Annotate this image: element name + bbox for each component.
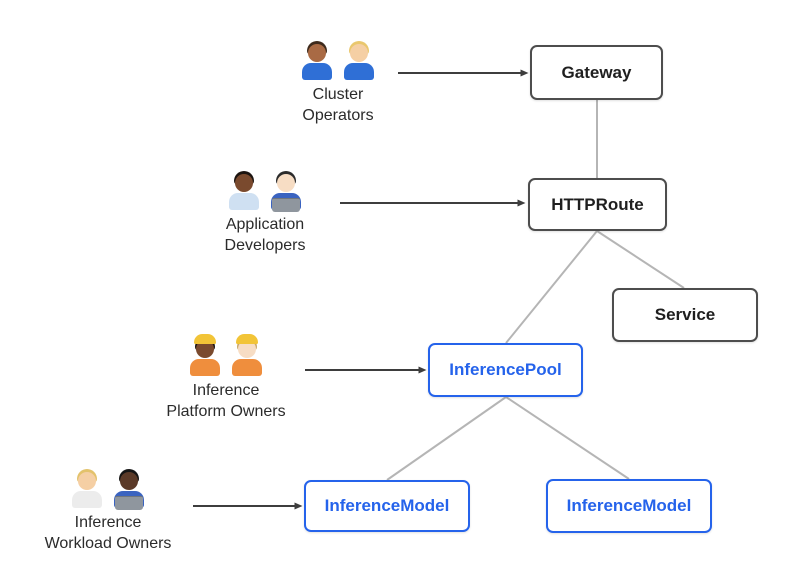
developers-emoji: [155, 166, 375, 212]
person-head: [78, 472, 96, 490]
person-icon: [229, 334, 265, 378]
person-icon: [341, 38, 377, 82]
actor-label-line: Cluster: [312, 86, 364, 103]
node-label: InferenceModel: [566, 496, 692, 515]
person-head: [350, 44, 368, 62]
person-body: [72, 491, 102, 508]
node-service: Service: [612, 288, 758, 342]
mechanics-emoji: [228, 36, 448, 82]
person-head: [235, 174, 253, 192]
person-icon: [299, 38, 335, 82]
node-label: Gateway: [561, 62, 632, 82]
node-inferencemodel-left: InferenceModel: [304, 480, 470, 532]
person-body: [229, 193, 259, 210]
laptop-icon: [272, 198, 300, 212]
hard-hat-icon: [236, 334, 258, 344]
person-body: [344, 63, 374, 80]
person-head: [120, 472, 138, 490]
node-inferencepool: InferencePool: [428, 343, 583, 397]
node-gateway: Gateway: [530, 45, 663, 100]
actor-label-line: Developers: [224, 237, 306, 254]
person-head: [196, 340, 214, 358]
node-inferencemodel-right: InferenceModel: [546, 479, 712, 533]
hard-hat-icon: [194, 334, 216, 344]
actor-label-line: Application: [225, 216, 305, 233]
person-head: [238, 340, 256, 358]
actor-label-line: Workload Owners: [44, 535, 172, 552]
actor-label-line: Platform Owners: [166, 403, 286, 420]
node-httproute: HTTPRoute: [528, 178, 667, 231]
node-label: InferencePool: [449, 360, 562, 379]
person-body: [302, 63, 332, 80]
actor-label-line: Inference: [192, 382, 260, 399]
workload-owners-emoji: [0, 464, 218, 510]
node-label: Service: [654, 305, 716, 324]
person-icon: [268, 168, 304, 212]
person-head: [308, 44, 326, 62]
node-label: HTTPRoute: [551, 194, 644, 214]
person-icon: [111, 466, 147, 510]
person-icon: [226, 168, 262, 212]
actor-label-line: Operators: [302, 107, 374, 124]
node-label: InferenceModel: [324, 496, 450, 515]
laptop-icon: [115, 496, 143, 510]
person-icon: [187, 334, 223, 378]
person-body: [190, 359, 220, 376]
actor-label-line: Inference: [74, 514, 142, 531]
construction-workers-emoji: [116, 332, 336, 378]
person-body: [232, 359, 262, 376]
person-icon: [69, 466, 105, 510]
person-head: [277, 174, 295, 192]
